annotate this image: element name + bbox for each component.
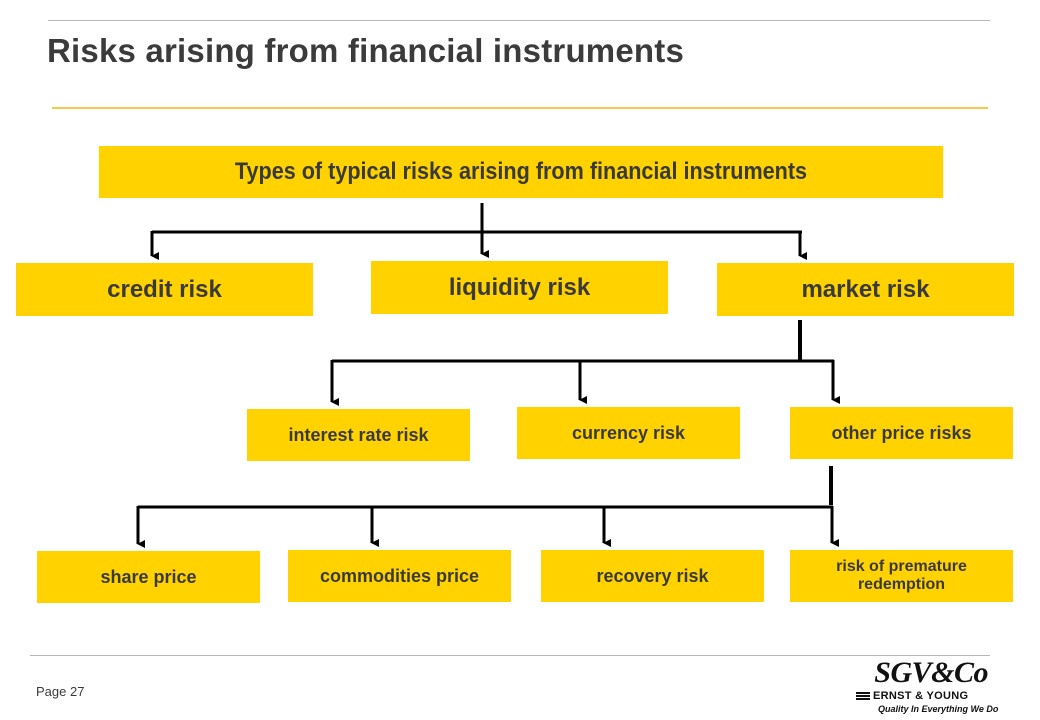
interest-rate-risk-box: interest rate risk [247, 409, 470, 461]
company-logo: SGV&Co ERNST & YOUNG Quality In Everythi… [848, 656, 998, 716]
other-price-risks-box: other price risks [790, 407, 1013, 459]
recovery-risk-box: recovery risk [541, 550, 764, 602]
footer-divider [30, 655, 990, 656]
commodities-price-box: commodities price [288, 550, 511, 602]
market-risk-box: market risk [717, 263, 1014, 316]
root-box: Types of typical risks arising from fina… [98, 146, 944, 198]
credit-risk-box: credit risk [16, 263, 313, 316]
logo-brand: SGV&Co [874, 656, 988, 689]
page-title: Risks arising from financial instruments [47, 32, 684, 69]
premature-redemption-box: risk of premature redemption [790, 550, 1013, 602]
top-divider [48, 20, 990, 21]
currency-risk-box: currency risk [517, 407, 740, 459]
liquidity-risk-box: liquidity risk [371, 261, 668, 314]
share-price-box: share price [37, 551, 260, 603]
logo-ey-line: ERNST & YOUNG [856, 690, 968, 702]
title-underline [52, 107, 988, 109]
logo-tagline: Quality In Everything We Do [878, 704, 999, 714]
page-number: Page 27 [36, 684, 85, 699]
ey-bars-icon [856, 691, 870, 701]
